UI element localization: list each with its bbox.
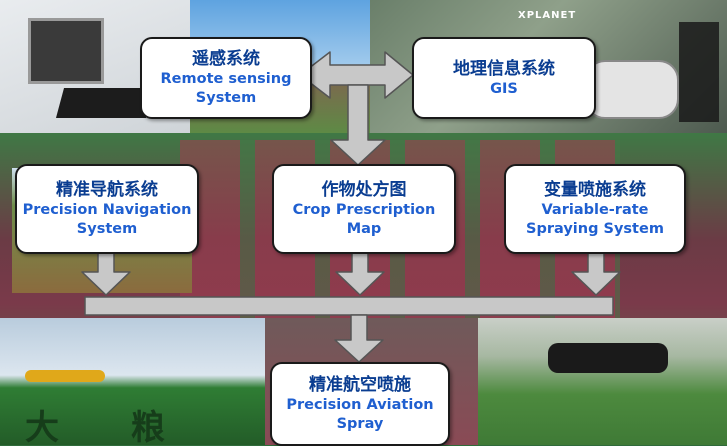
down-arrow-prescription bbox=[335, 251, 385, 296]
down-arrow-aviation bbox=[334, 314, 384, 363]
drone-spraying-photo bbox=[478, 318, 727, 445]
variable-rate-en-line1: Variable-rate bbox=[541, 202, 649, 218]
drone bbox=[548, 343, 668, 373]
prescription-en-line1: Crop Prescription bbox=[292, 202, 436, 218]
navigation-zh: 精准导航系统 bbox=[56, 180, 158, 200]
gis-box: 地理信息系统 GIS bbox=[412, 37, 596, 119]
remote-sensing-en-line1: Remote sensing bbox=[160, 71, 292, 87]
gis-zh: 地理信息系统 bbox=[453, 58, 555, 79]
navigation-box: 精准导航系统 Precision Navigation System bbox=[15, 164, 199, 254]
equipment-case bbox=[28, 18, 104, 84]
horizontal-connector-bar bbox=[84, 296, 614, 316]
aviation-en-line1: Precision Aviation bbox=[286, 397, 434, 413]
variable-rate-en-line2: Spraying System bbox=[526, 221, 664, 237]
prescription-box: 作物处方图 Crop Prescription Map bbox=[272, 164, 456, 254]
gis-en: GIS bbox=[490, 80, 518, 97]
prescription-zh: 作物处方图 bbox=[321, 180, 407, 200]
navigation-en-line2: System bbox=[76, 221, 138, 237]
variable-rate-box: 变量喷施系统 Variable-rate Spraying System bbox=[504, 164, 686, 254]
aviation-box: 精准航空喷施 Precision Aviation Spray bbox=[270, 362, 450, 446]
down-arrow-center-top bbox=[330, 84, 386, 166]
crop-duster-plane-photo: 大 粮 bbox=[0, 318, 265, 445]
airplane bbox=[25, 370, 105, 382]
software-logo: XPLANET bbox=[518, 10, 577, 21]
field-characters: 大 粮 bbox=[25, 408, 195, 445]
aviation-en-line2: Spray bbox=[336, 416, 384, 432]
joystick-device bbox=[585, 60, 679, 119]
down-arrow-variable-rate bbox=[571, 251, 621, 296]
remote-sensing-box: 遥感系统 Remote sensing System bbox=[140, 37, 312, 119]
navigation-en-line1: Precision Navigation bbox=[22, 202, 192, 218]
down-arrow-navigation bbox=[81, 251, 131, 296]
prescription-en-line2: Map bbox=[346, 221, 382, 237]
aviation-zh: 精准航空喷施 bbox=[309, 375, 411, 395]
remote-sensing-zh: 遥感系统 bbox=[192, 49, 260, 69]
software-panel bbox=[679, 22, 719, 122]
variable-rate-zh: 变量喷施系统 bbox=[544, 180, 646, 200]
remote-sensing-en-line2: System bbox=[195, 90, 257, 106]
